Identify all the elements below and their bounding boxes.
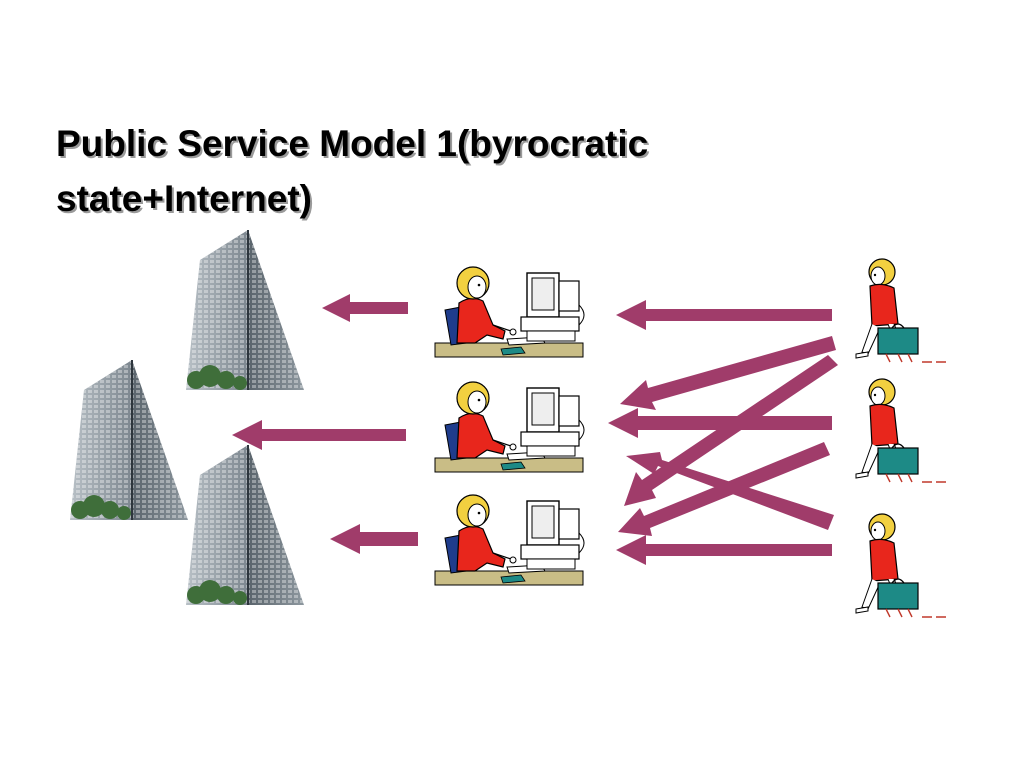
clerk-at-computer-icon	[434, 494, 585, 586]
slide-title: Public Service Model 1(byrocratic state+…	[56, 116, 856, 226]
clerk-at-computer-icon	[434, 381, 585, 473]
arrow	[330, 524, 418, 554]
clerk-at-computer-icon	[434, 266, 585, 358]
arrow	[620, 336, 836, 410]
arrow	[616, 300, 832, 330]
walking-citizen-icon	[855, 513, 947, 618]
office-building-icon	[185, 444, 305, 606]
office-building-icon	[69, 359, 189, 521]
arrow	[608, 408, 832, 438]
title-line-1: Public Service Model 1(byrocratic	[56, 123, 649, 164]
title-line-2: state+Internet)	[56, 178, 312, 219]
walking-citizen-icon	[855, 378, 947, 483]
arrow	[616, 535, 832, 565]
office-building-icon	[185, 229, 305, 391]
arrow	[232, 420, 406, 450]
arrow	[322, 294, 408, 322]
clerk-to-building-arrows	[232, 294, 418, 554]
walking-citizen-icon	[855, 258, 947, 363]
citizen-to-clerk-arrows	[608, 300, 838, 565]
arrow	[626, 452, 834, 530]
